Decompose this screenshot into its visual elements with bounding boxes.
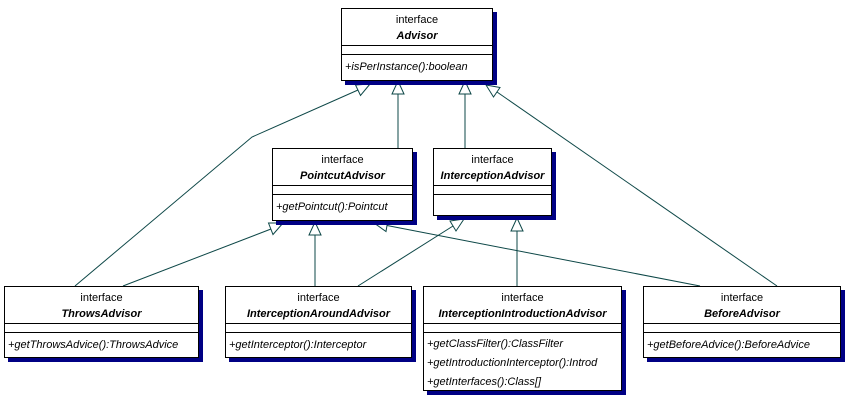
generalization-edge-beforeadvisor-pointcutadvisor <box>372 218 701 287</box>
class-box-advisor: interface Advisor +isPerInstance():boole… <box>341 8 493 81</box>
generalization-edge-interceptionaroundadvisor-pointcutadvisor <box>308 220 322 286</box>
class-name: InterceptionAdvisor <box>440 170 545 182</box>
operations-compartment: +getThrowsAdvice():ThrowsAdvice <box>5 333 198 352</box>
operations-compartment: +isPerInstance():boolean <box>342 55 492 74</box>
generalization-edge-throwsadvisor-pointcutadvisor <box>122 222 285 287</box>
attributes-compartment <box>644 324 840 333</box>
class-method: +getBeforeAdvice():BeforeAdvice <box>647 339 810 351</box>
class-title-compartment: interface InterceptionAroundAdvisor <box>226 287 411 324</box>
class-name: ThrowsAdvisor <box>61 308 142 320</box>
operations-compartment: +getPointcut():Pointcut <box>273 195 412 214</box>
generalization-edge-interceptionadvisor-advisor <box>458 79 472 148</box>
class-name: Advisor <box>396 30 438 42</box>
generalization-edge-interceptionintroductionadvisor-interceptionadvisor <box>510 216 524 286</box>
class-method: +getClassFilter():ClassFilter <box>427 338 563 350</box>
operations-compartment: +getClassFilter():ClassFilter +getIntrod… <box>424 333 621 392</box>
class-title-compartment: interface PointcutAdvisor <box>273 149 412 186</box>
class-box-interception-advisor: interface InterceptionAdvisor <box>433 148 552 216</box>
class-title-compartment: interface InterceptionIntroductionAdviso… <box>424 287 621 324</box>
generalization-edge-pointcutadvisor-advisor <box>391 79 405 148</box>
attributes-compartment <box>424 324 621 333</box>
generalization-edge-throwsadvisor-advisor <box>74 83 372 287</box>
attributes-compartment <box>273 186 412 195</box>
class-method: +getIntroductionInterceptor():Introd <box>427 357 598 369</box>
operations-compartment: +getInterceptor():Interceptor <box>226 333 411 352</box>
class-stereotype: interface <box>720 292 764 304</box>
class-box-interception-introduction-advisor: interface InterceptionIntroductionAdviso… <box>423 286 622 391</box>
class-title-compartment: interface Advisor <box>342 9 492 46</box>
class-name: BeforeAdvisor <box>704 308 780 320</box>
attributes-compartment <box>226 324 411 333</box>
class-method: +isPerInstance():boolean <box>345 61 468 73</box>
class-stereotype: interface <box>471 154 514 166</box>
class-name: InterceptionIntroductionAdvisor <box>438 308 607 320</box>
class-method: +getInterfaces():Class[] <box>427 376 542 388</box>
operations-compartment: +getBeforeAdvice():BeforeAdvice <box>644 333 840 352</box>
class-stereotype: interface <box>80 292 123 304</box>
class-method: +getThrowsAdvice():ThrowsAdvice <box>8 339 179 351</box>
class-stereotype: interface <box>501 292 544 304</box>
class-stereotype: interface <box>297 292 340 304</box>
class-box-pointcut-advisor: interface PointcutAdvisor +getPointcut()… <box>272 148 413 221</box>
class-stereotype: interface <box>321 154 364 166</box>
attributes-compartment <box>434 186 551 195</box>
class-box-before-advisor: interface BeforeAdvisor +getBeforeAdvice… <box>643 286 841 358</box>
class-title-compartment: interface ThrowsAdvisor <box>5 287 198 324</box>
class-method: +getInterceptor():Interceptor <box>229 339 367 351</box>
class-box-interception-around-advisor: interface InterceptionAroundAdvisor +get… <box>225 286 412 358</box>
class-stereotype: interface <box>395 14 439 26</box>
class-title-compartment: interface InterceptionAdvisor <box>434 149 551 186</box>
attributes-compartment <box>342 46 492 55</box>
class-method: +getPointcut():Pointcut <box>276 201 388 213</box>
class-box-throws-advisor: interface ThrowsAdvisor +getThrowsAdvice… <box>4 286 199 358</box>
generalization-edge-interceptionaroundadvisor-interceptionadvisor <box>357 218 466 287</box>
generalization-edge-beforeadvisor-advisor <box>484 84 778 287</box>
attributes-compartment <box>5 324 198 333</box>
class-title-compartment: interface BeforeAdvisor <box>644 287 840 324</box>
class-name: PointcutAdvisor <box>300 170 385 182</box>
class-name: InterceptionAroundAdvisor <box>246 308 390 320</box>
